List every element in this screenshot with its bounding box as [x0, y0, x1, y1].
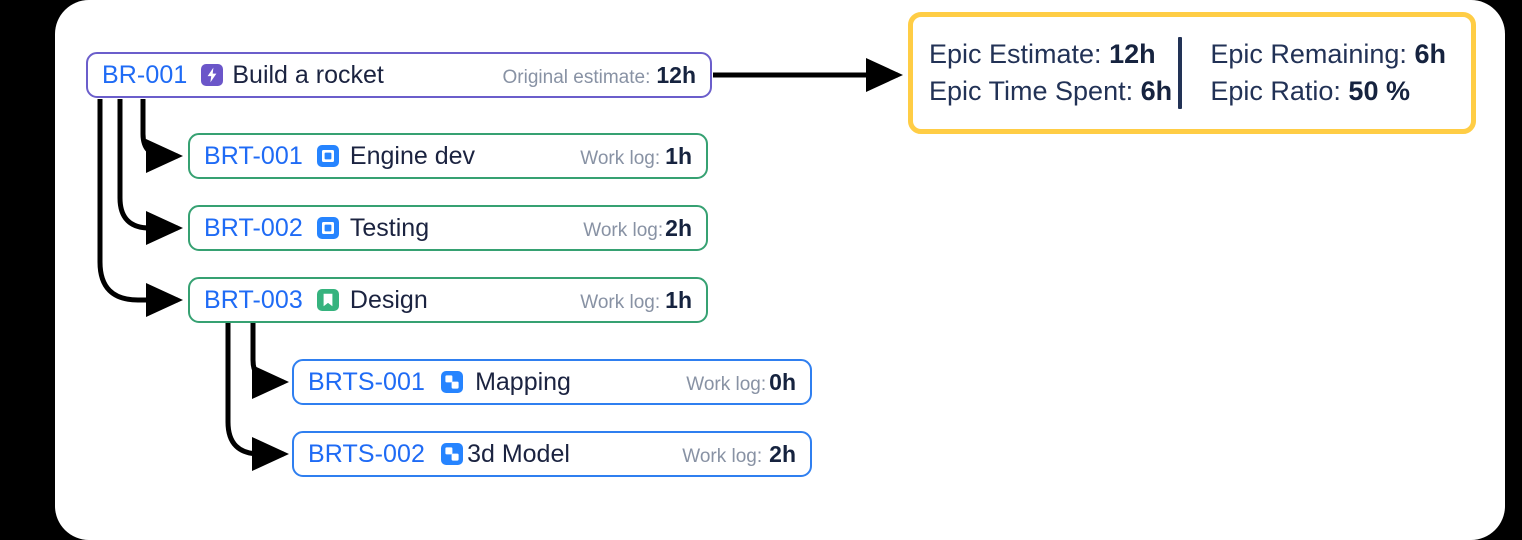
meta-label: Work log:	[583, 219, 664, 241]
meta-label: Work log:	[682, 445, 763, 467]
meta-value: 2h	[665, 214, 692, 241]
epic-ratio-label: Epic Ratio:	[1210, 76, 1341, 106]
summary-column-right: Epic Remaining: 6h Epic Ratio: 50 %	[1186, 39, 1455, 107]
summary-column-left: Epic Estimate: 12h Epic Time Spent: 6h	[929, 39, 1174, 107]
epic-estimate-value: 12h	[1109, 39, 1156, 69]
summary-divider	[1177, 37, 1183, 109]
epic-remaining-value: 6h	[1414, 39, 1446, 69]
issue-title: Mapping	[475, 367, 571, 396]
issue-node-subtask-2[interactable]: BRTS-002 3d Model Work log: 2h	[292, 431, 812, 477]
issue-title: Build a rocket	[232, 60, 384, 89]
issue-meta: Work log: 1h	[580, 143, 692, 170]
epic-summary-panel: Epic Estimate: 12h Epic Time Spent: 6h E…	[908, 12, 1476, 134]
issue-title: Testing	[349, 213, 430, 242]
meta-label: Original estimate:	[502, 66, 651, 88]
epic-estimate-line: Epic Estimate: 12h	[929, 39, 1174, 70]
task-square-icon	[316, 145, 339, 167]
epic-remaining-line: Epic Remaining: 6h	[1210, 39, 1455, 70]
issue-node-task-3[interactable]: BRT-003 Design Work log: 1h	[188, 277, 708, 323]
epic-ratio-value: 50 %	[1348, 76, 1410, 106]
epic-time-spent-label: Epic Time Spent:	[929, 76, 1134, 106]
epic-estimate-label: Epic Estimate:	[929, 39, 1102, 69]
meta-label: Work log:	[580, 291, 661, 313]
issue-key[interactable]: BRT-001	[204, 141, 303, 170]
subtask-blocks-icon	[441, 443, 464, 465]
meta-value: 2h	[769, 440, 796, 467]
meta-label: Work log:	[686, 373, 767, 395]
task-square-icon	[316, 217, 339, 239]
issue-node-task-1[interactable]: BRT-001 Engine dev Work log: 1h	[188, 133, 708, 179]
issue-key[interactable]: BRT-003	[204, 285, 303, 314]
epic-remaining-label: Epic Remaining:	[1210, 39, 1407, 69]
epic-time-spent-line: Epic Time Spent: 6h	[929, 76, 1174, 107]
subtask-blocks-icon	[441, 371, 464, 393]
issue-key[interactable]: BRTS-001	[308, 367, 426, 396]
meta-value: 12h	[656, 61, 696, 88]
meta-value: 0h	[769, 368, 796, 395]
issue-meta: Work log: 2h	[583, 215, 692, 242]
issue-meta: Original estimate: 12h	[503, 62, 696, 89]
story-bookmark-icon	[316, 289, 339, 311]
issue-title: 3d Model	[467, 439, 570, 468]
issue-key[interactable]: BRT-002	[204, 213, 303, 242]
epic-bolt-icon	[201, 64, 224, 86]
issue-meta: Work log: 0h	[686, 369, 796, 396]
issue-node-subtask-1[interactable]: BRTS-001 Mapping Work log: 0h	[292, 359, 812, 405]
epic-ratio-line: Epic Ratio: 50 %	[1210, 76, 1455, 107]
epic-time-spent-value: 6h	[1140, 76, 1173, 106]
meta-value: 1h	[665, 286, 692, 313]
issue-node-task-2[interactable]: BRT-002 Testing Work log: 2h	[188, 205, 708, 251]
issue-key[interactable]: BR-001	[102, 60, 188, 89]
meta-label: Work log:	[580, 147, 661, 169]
issue-meta: Work log: 1h	[580, 287, 692, 314]
meta-value: 1h	[665, 142, 692, 169]
issue-meta: Work log: 2h	[682, 441, 796, 468]
issue-node-epic[interactable]: BR-001 Build a rocket Original estimate:…	[86, 52, 712, 98]
issue-key[interactable]: BRTS-002	[308, 439, 426, 468]
issue-title: Design	[349, 285, 428, 314]
issue-title: Engine dev	[349, 141, 476, 170]
